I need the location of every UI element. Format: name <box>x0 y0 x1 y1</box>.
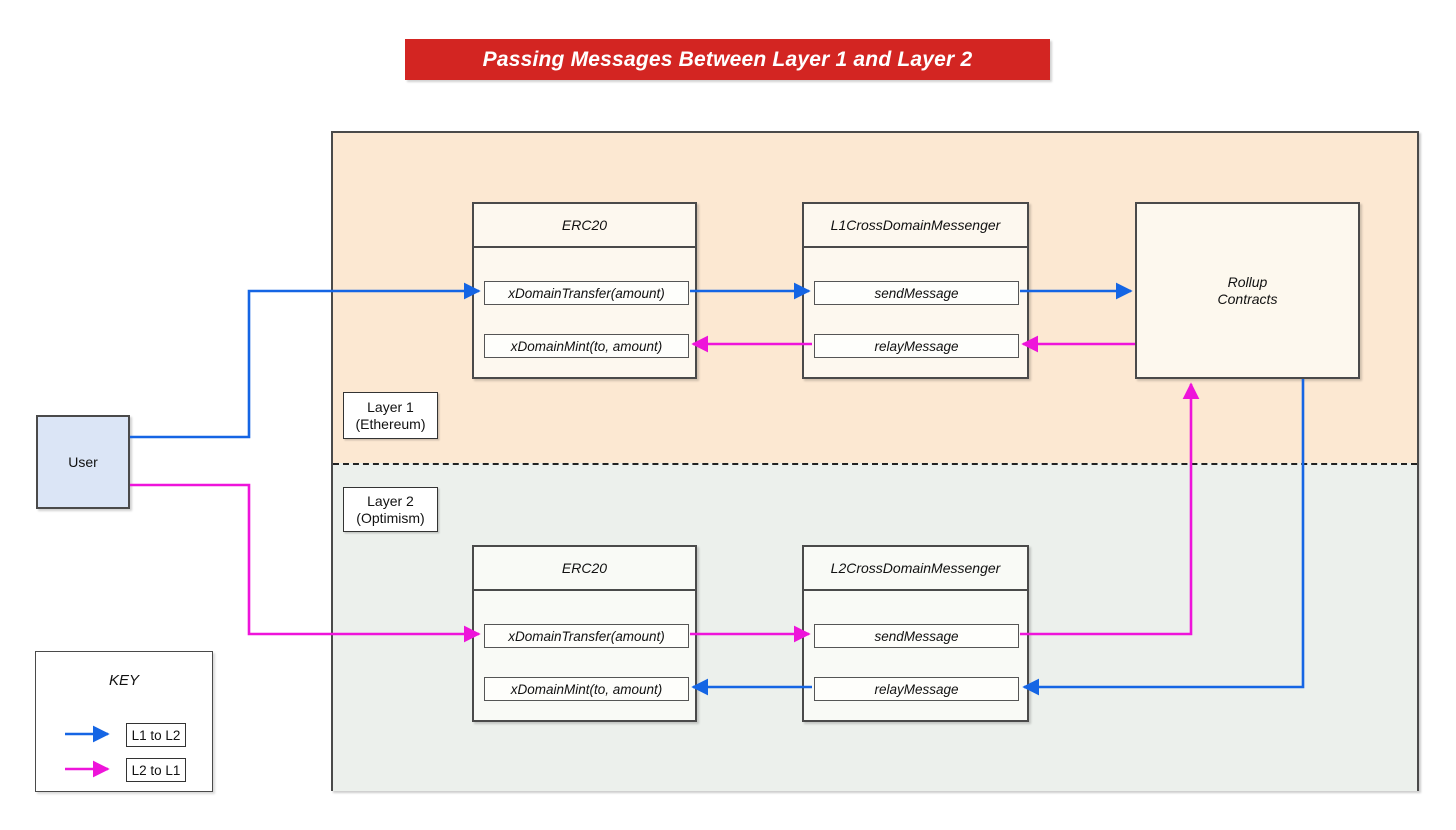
rollup-contracts-box: Rollup Contracts <box>1135 202 1360 379</box>
l1-messenger-title: L1CrossDomainMessenger <box>804 204 1027 248</box>
l2-sendmessage: sendMessage <box>814 624 1019 648</box>
l2-messenger-title: L2CrossDomainMessenger <box>804 547 1027 591</box>
l2-erc20-title: ERC20 <box>474 547 695 591</box>
rollup-line1: Rollup <box>1227 273 1268 290</box>
key-entry-l1-to-l2: L1 to L2 <box>126 723 186 747</box>
key-title: KEY <box>108 672 139 689</box>
l1-messenger-box: L1CrossDomainMessenger sendMessage relay… <box>802 202 1029 379</box>
user-label: User <box>68 454 98 470</box>
l1-sendmessage: sendMessage <box>814 281 1019 305</box>
l1-erc20-box: ERC20 xDomainTransfer(amount) xDomainMin… <box>472 202 697 379</box>
l2-erc20-xdomaintransfer: xDomainTransfer(amount) <box>484 624 689 648</box>
l2-erc20-xdomainmint: xDomainMint(to, amount) <box>484 677 689 701</box>
l2-messenger-box: L2CrossDomainMessenger sendMessage relay… <box>802 545 1029 722</box>
l2-erc20-box: ERC20 xDomainTransfer(amount) xDomainMin… <box>472 545 697 722</box>
user-box: User <box>36 415 130 509</box>
layer2-label-line2: (Optimism) <box>356 509 425 526</box>
l1-erc20-xdomaintransfer: xDomainTransfer(amount) <box>484 281 689 305</box>
layer2-label-line1: Layer 2 <box>367 492 414 509</box>
l1-erc20-title: ERC20 <box>474 204 695 248</box>
layer1-label-line1: Layer 1 <box>367 398 414 415</box>
key-entry-l2-to-l1: L2 to L1 <box>126 758 186 782</box>
layer1-label-line2: (Ethereum) <box>355 415 426 432</box>
layer1-label: Layer 1 (Ethereum) <box>343 392 438 439</box>
l1-relaymessage: relayMessage <box>814 334 1019 358</box>
l2-relaymessage: relayMessage <box>814 677 1019 701</box>
title-banner: Passing Messages Between Layer 1 and Lay… <box>405 39 1050 80</box>
layer2-label: Layer 2 (Optimism) <box>343 487 438 532</box>
diagram-title: Passing Messages Between Layer 1 and Lay… <box>482 47 973 71</box>
rollup-line2: Contracts <box>1217 290 1278 307</box>
key-legend-box: KEY L1 to L2 L2 to L1 <box>35 651 213 792</box>
l1-erc20-xdomainmint: xDomainMint(to, amount) <box>484 334 689 358</box>
